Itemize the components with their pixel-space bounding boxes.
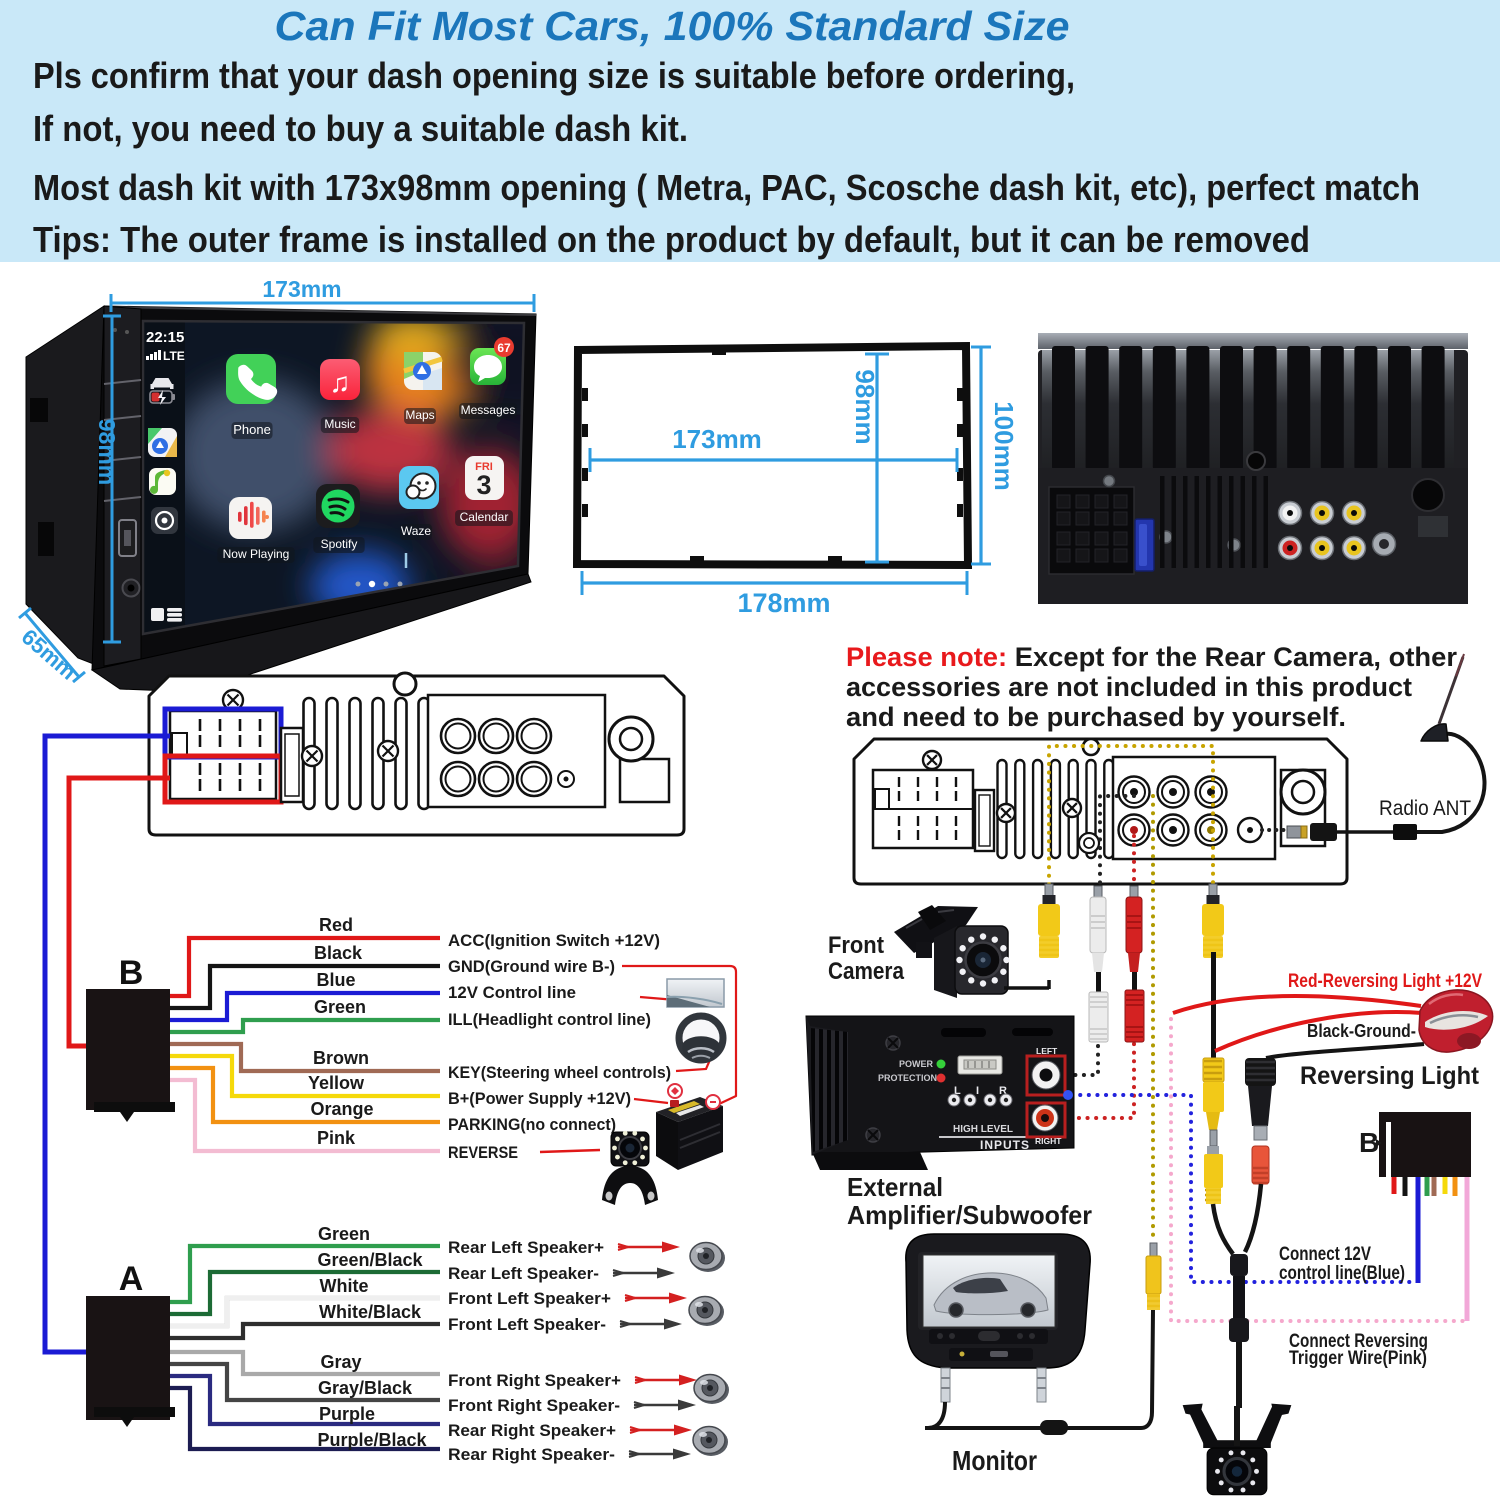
svg-text:Rear Left Speaker+: Rear Left Speaker+ [448, 1238, 604, 1257]
svg-text:Messages: Messages [461, 403, 516, 417]
svg-text:FRI: FRI [475, 461, 493, 473]
svg-text:Front Right Speaker-: Front Right Speaker- [448, 1396, 620, 1415]
svg-text:Gray: Gray [320, 1352, 361, 1372]
svg-text:Purple: Purple [319, 1404, 375, 1424]
svg-text:Front Left Speaker-: Front Left Speaker- [448, 1315, 606, 1334]
svg-text:Calendar: Calendar [460, 510, 509, 524]
svg-text:178mm: 178mm [737, 588, 830, 618]
svg-text:REVERSE: REVERSE [448, 1143, 518, 1162]
svg-text:Red: Red [319, 915, 353, 935]
svg-text:Rear Right Speaker-: Rear Right Speaker- [448, 1445, 615, 1464]
svg-text:Phone: Phone [233, 422, 271, 437]
svg-text:Please note: Except for the Re: Please note: Except for the Rear Camera,… [846, 642, 1457, 672]
svg-text:LTE: LTE [163, 349, 185, 363]
svg-text:♫: ♫ [330, 367, 351, 398]
svg-text:Brown: Brown [313, 1048, 369, 1068]
svg-text:Monitor: Monitor [952, 1445, 1037, 1476]
svg-text:HIGH LEVEL: HIGH LEVEL [953, 1124, 1013, 1135]
svg-text:LEFT: LEFT [1036, 1046, 1058, 1056]
svg-text:Rear Left Speaker-: Rear Left Speaker- [448, 1264, 599, 1283]
svg-text:White: White [320, 1276, 369, 1296]
svg-text:POWER: POWER [899, 1059, 934, 1069]
svg-text:Maps: Maps [405, 408, 434, 422]
svg-text:ACC(Ignition Switch +12V): ACC(Ignition Switch +12V) [448, 931, 660, 950]
svg-text:B: B [119, 954, 144, 992]
svg-text:If not, you need to buy a suit: If not, you need to buy a suitable dash … [33, 108, 688, 149]
svg-text:Spotify: Spotify [321, 537, 358, 551]
svg-text:White/Black: White/Black [319, 1302, 422, 1322]
svg-text:GND(Ground wire B-): GND(Ground wire B-) [448, 957, 615, 976]
svg-text:Purple/Black: Purple/Black [317, 1430, 427, 1450]
svg-text:Reversing Light: Reversing Light [1300, 1062, 1480, 1090]
svg-text:173mm: 173mm [262, 276, 341, 302]
svg-text:22:15: 22:15 [146, 329, 184, 346]
svg-text:INPUTS: INPUTS [980, 1138, 1030, 1152]
svg-text:Front Left Speaker+: Front Left Speaker+ [448, 1289, 611, 1308]
svg-text:12V Control line: 12V Control line [448, 983, 576, 1002]
svg-text:100mm: 100mm [989, 401, 1019, 491]
svg-text:Pls confirm that your dash ope: Pls confirm that your dash opening size … [33, 55, 1075, 96]
svg-text:Pink: Pink [317, 1128, 356, 1148]
svg-text:PARKING(no connect): PARKING(no connect) [448, 1115, 616, 1134]
svg-text:Black: Black [314, 943, 363, 963]
svg-text:Orange: Orange [310, 1099, 373, 1119]
svg-text:R: R [999, 1085, 1007, 1097]
svg-text:Trigger Wire(Pink): Trigger Wire(Pink) [1289, 1348, 1427, 1369]
svg-text:Can Fit Most Cars, 100% Standa: Can Fit Most Cars, 100% Standard Size [275, 3, 1070, 49]
svg-text:67: 67 [497, 341, 511, 355]
svg-text:A: A [119, 1260, 144, 1298]
svg-text:Camera: Camera [828, 958, 905, 985]
svg-text:3: 3 [476, 470, 491, 500]
svg-text:and need to be purchased by yo: and need to be purchased by yourself. [846, 702, 1346, 732]
svg-text:Blue: Blue [316, 970, 355, 990]
svg-text:B+(Power Supply +12V): B+(Power Supply +12V) [448, 1089, 631, 1108]
svg-text:RIGHT: RIGHT [1035, 1136, 1062, 1146]
svg-text:98mm: 98mm [850, 369, 880, 444]
svg-text:Yellow: Yellow [308, 1073, 365, 1093]
svg-text:L: L [954, 1085, 961, 1097]
svg-text:Rear Right Speaker+: Rear Right Speaker+ [448, 1421, 616, 1440]
svg-text:External: External [847, 1172, 943, 1202]
svg-text:Red-Reversing Light +12V: Red-Reversing Light +12V [1288, 971, 1482, 992]
svg-text:Waze: Waze [401, 524, 432, 538]
svg-text:98mm: 98mm [94, 419, 120, 485]
svg-text:Front: Front [828, 932, 884, 959]
svg-text:ILL(Headlight control line): ILL(Headlight control line) [448, 1010, 651, 1029]
svg-text:Gray/Black: Gray/Black [318, 1378, 413, 1398]
svg-text:Black-Ground-: Black-Ground- [1307, 1021, 1416, 1041]
svg-text:I: I [976, 1085, 979, 1097]
svg-text:Radio ANT: Radio ANT [1379, 797, 1471, 820]
svg-text:173mm: 173mm [672, 424, 762, 454]
svg-text:Amplifier/Subwoofer: Amplifier/Subwoofer [847, 1200, 1092, 1230]
svg-text:accessories are not included i: accessories are not included in this pro… [846, 672, 1412, 702]
svg-text:Green: Green [314, 997, 366, 1017]
svg-text:Music: Music [324, 417, 355, 431]
svg-text:Green/Black: Green/Black [317, 1250, 423, 1270]
svg-text:Connect Reversing: Connect Reversing [1289, 1331, 1428, 1352]
svg-text:Most dash kit with 173x98mm op: Most dash kit with 173x98mm opening ( Me… [33, 167, 1420, 208]
svg-text:Connect 12V: Connect 12V [1279, 1244, 1371, 1265]
svg-text:KEY(Steering wheel controls): KEY(Steering wheel controls) [448, 1063, 671, 1082]
svg-text:control line(Blue): control line(Blue) [1279, 1263, 1405, 1284]
svg-text:Now Playing: Now Playing [223, 547, 290, 561]
svg-text:Front Right Speaker+: Front Right Speaker+ [448, 1371, 621, 1390]
svg-text:Green: Green [318, 1224, 370, 1244]
svg-text:PROTECTION: PROTECTION [878, 1073, 937, 1083]
svg-text:Tips: The outer frame is insta: Tips: The outer frame is installed on th… [33, 219, 1310, 260]
svg-text:B: B [1359, 1127, 1379, 1158]
